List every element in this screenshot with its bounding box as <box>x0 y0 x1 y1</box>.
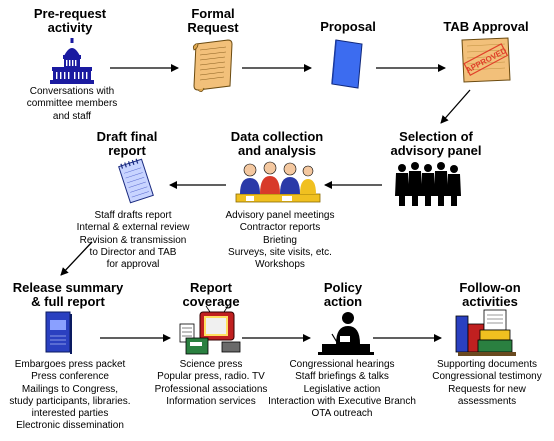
draft-final-desc: Staff drafts report Internal & external … <box>66 210 200 271</box>
desc-line: Advisory panel meetings <box>225 210 335 221</box>
draft-final-title: Draft final report <box>82 130 172 158</box>
speaker-podium-icon <box>318 312 374 355</box>
title-line: activity <box>47 20 93 35</box>
report-booklet-icon <box>45 311 72 354</box>
desc-line: Revision & transmission <box>79 234 187 246</box>
title-line: Draft final <box>96 129 158 144</box>
desc-line: and staff <box>52 110 92 122</box>
desc-line: Interaction with Executive Branch <box>268 395 416 407</box>
proposal-document-icon <box>331 39 363 89</box>
policy-title: Policy action <box>308 281 378 309</box>
document-stack-icon <box>455 309 516 356</box>
notepad-icon <box>118 158 154 204</box>
desc-line: interested parties <box>31 408 109 420</box>
title-line: Formal <box>191 6 235 21</box>
desc-line: Mailings to Congress, <box>21 383 119 395</box>
coverage-title: Report coverage <box>168 281 254 309</box>
desc-line: Workshops <box>255 259 305 271</box>
desc-line: Science press <box>179 359 243 370</box>
desc-line: Congressional testimony <box>432 371 542 383</box>
desc-line: study participants, libraries. <box>9 395 131 407</box>
desc-line: Conversations with <box>29 86 115 97</box>
title-line: and analysis <box>237 143 317 158</box>
desc-line: Legislative action <box>303 383 381 395</box>
prerequest-desc: Conversations with committee members and… <box>14 86 130 123</box>
followon-title: Follow-on activities <box>448 281 532 309</box>
advisory-panel-silhouettes-icon <box>395 162 461 206</box>
title-line: advisory panel <box>390 143 482 158</box>
desc-line: Press conference <box>31 371 109 383</box>
title-line: coverage <box>182 294 240 309</box>
desc-line: OTA outreach <box>311 408 373 420</box>
policy-desc: Congressional hearings Staff briefings &… <box>268 359 416 420</box>
desc-line: Requests for new <box>448 383 526 395</box>
approved-document-icon: APPROVED <box>461 37 511 83</box>
meeting-people-icon <box>235 161 321 203</box>
arrow-tab-to-selection <box>440 89 471 124</box>
title-line: Proposal <box>320 19 376 34</box>
desc-line: Staff briefings & talks <box>295 371 389 383</box>
scroll-icon <box>192 39 233 92</box>
title-line: Follow-on <box>459 280 521 295</box>
desc-line: Internal & external review <box>76 222 190 234</box>
desc-line: Contractor reports <box>239 222 321 234</box>
coverage-desc: Science press Popular press, radio. TV P… <box>148 359 274 408</box>
desc-line: Information services <box>166 395 256 407</box>
desc-line: Popular press, radio. TV <box>157 371 265 383</box>
selection-title: Selection of advisory panel <box>376 130 496 158</box>
followon-desc: Supporting documents Congressional testi… <box>420 359 554 408</box>
desc-line: Surveys, site visits, etc. <box>228 246 332 258</box>
title-line: & full report <box>31 294 105 309</box>
arrow-draft-to-release <box>60 241 93 276</box>
desc-line: Embargoes press packet <box>14 359 126 370</box>
desc-line: Congressional hearings <box>289 359 395 370</box>
release-desc: Embargoes press packet Press conference … <box>0 359 140 433</box>
title-line: Pre-request <box>33 6 107 21</box>
title-line: Request <box>187 20 239 35</box>
desc-line: Supporting documents <box>436 359 538 370</box>
media-tv-icon <box>179 305 241 355</box>
title-line: Report <box>190 280 232 295</box>
desc-line: committee members <box>26 98 118 110</box>
title-line: Data collection <box>230 129 324 144</box>
title-line: report <box>108 143 146 158</box>
data-collection-title: Data collection and analysis <box>214 130 340 158</box>
title-line: Selection of <box>399 129 473 144</box>
title-line: action <box>323 294 363 309</box>
formal-request-title: Formal Request <box>168 7 258 35</box>
desc-line: for approval <box>106 259 160 271</box>
data-collection-desc: Advisory panel meetings Contractor repor… <box>208 210 352 271</box>
desc-line: Staff drafts report <box>94 210 172 221</box>
desc-line: Professional associations <box>154 383 268 395</box>
title-line: Policy <box>323 280 363 295</box>
proposal-title: Proposal <box>308 20 388 34</box>
title-line: TAB Approval <box>443 19 529 34</box>
desc-line: Brieting <box>263 234 297 246</box>
title-line: Release summary <box>12 280 124 295</box>
prerequest-title: Pre-request activity <box>14 7 126 35</box>
capitol-icon <box>50 38 94 84</box>
tab-approval-title: TAB Approval <box>436 20 536 34</box>
desc-line: to Director and TAB <box>89 246 177 258</box>
release-title: Release summary & full report <box>6 281 130 309</box>
title-line: activities <box>462 294 518 309</box>
desc-line: assessments <box>457 395 517 407</box>
desc-line: Electronic dissemination <box>16 420 124 432</box>
